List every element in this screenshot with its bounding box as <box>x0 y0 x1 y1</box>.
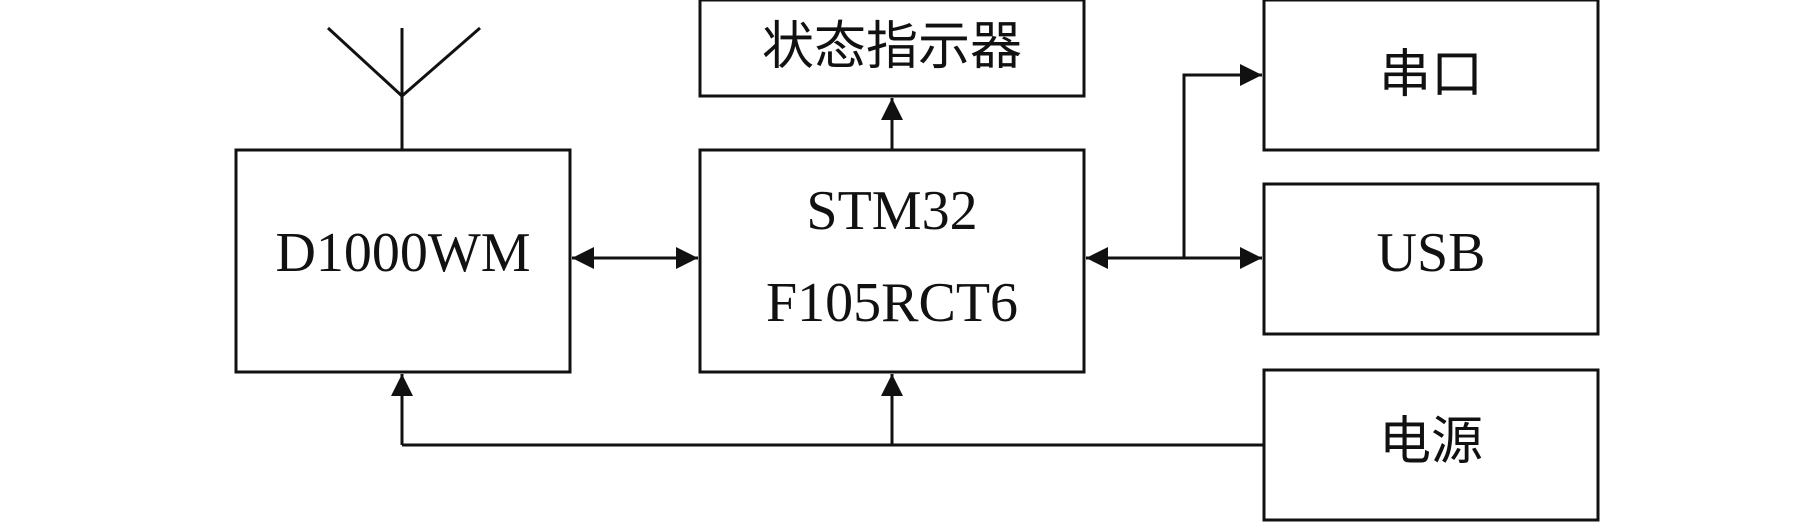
status-indicator-box <box>698 0 1086 98</box>
mcu-box <box>698 148 1086 374</box>
antenna-icon <box>326 26 481 150</box>
usb-box <box>1262 182 1600 336</box>
mcu-label-line2: F105RCT6 <box>766 272 1018 334</box>
rf-module-box <box>234 148 572 374</box>
status-indicator-label: 状态指示器 <box>762 17 1022 77</box>
serial-label: 串口 <box>1379 45 1483 105</box>
mcu-label-line1: STM32 <box>806 180 977 242</box>
power-label: 电源 <box>1379 412 1483 472</box>
usb-label: USB <box>1377 222 1486 284</box>
serial-box <box>1262 0 1600 152</box>
rf-module-label: D1000WM <box>275 222 530 284</box>
bus-to-serial-arrow <box>1182 64 1262 258</box>
